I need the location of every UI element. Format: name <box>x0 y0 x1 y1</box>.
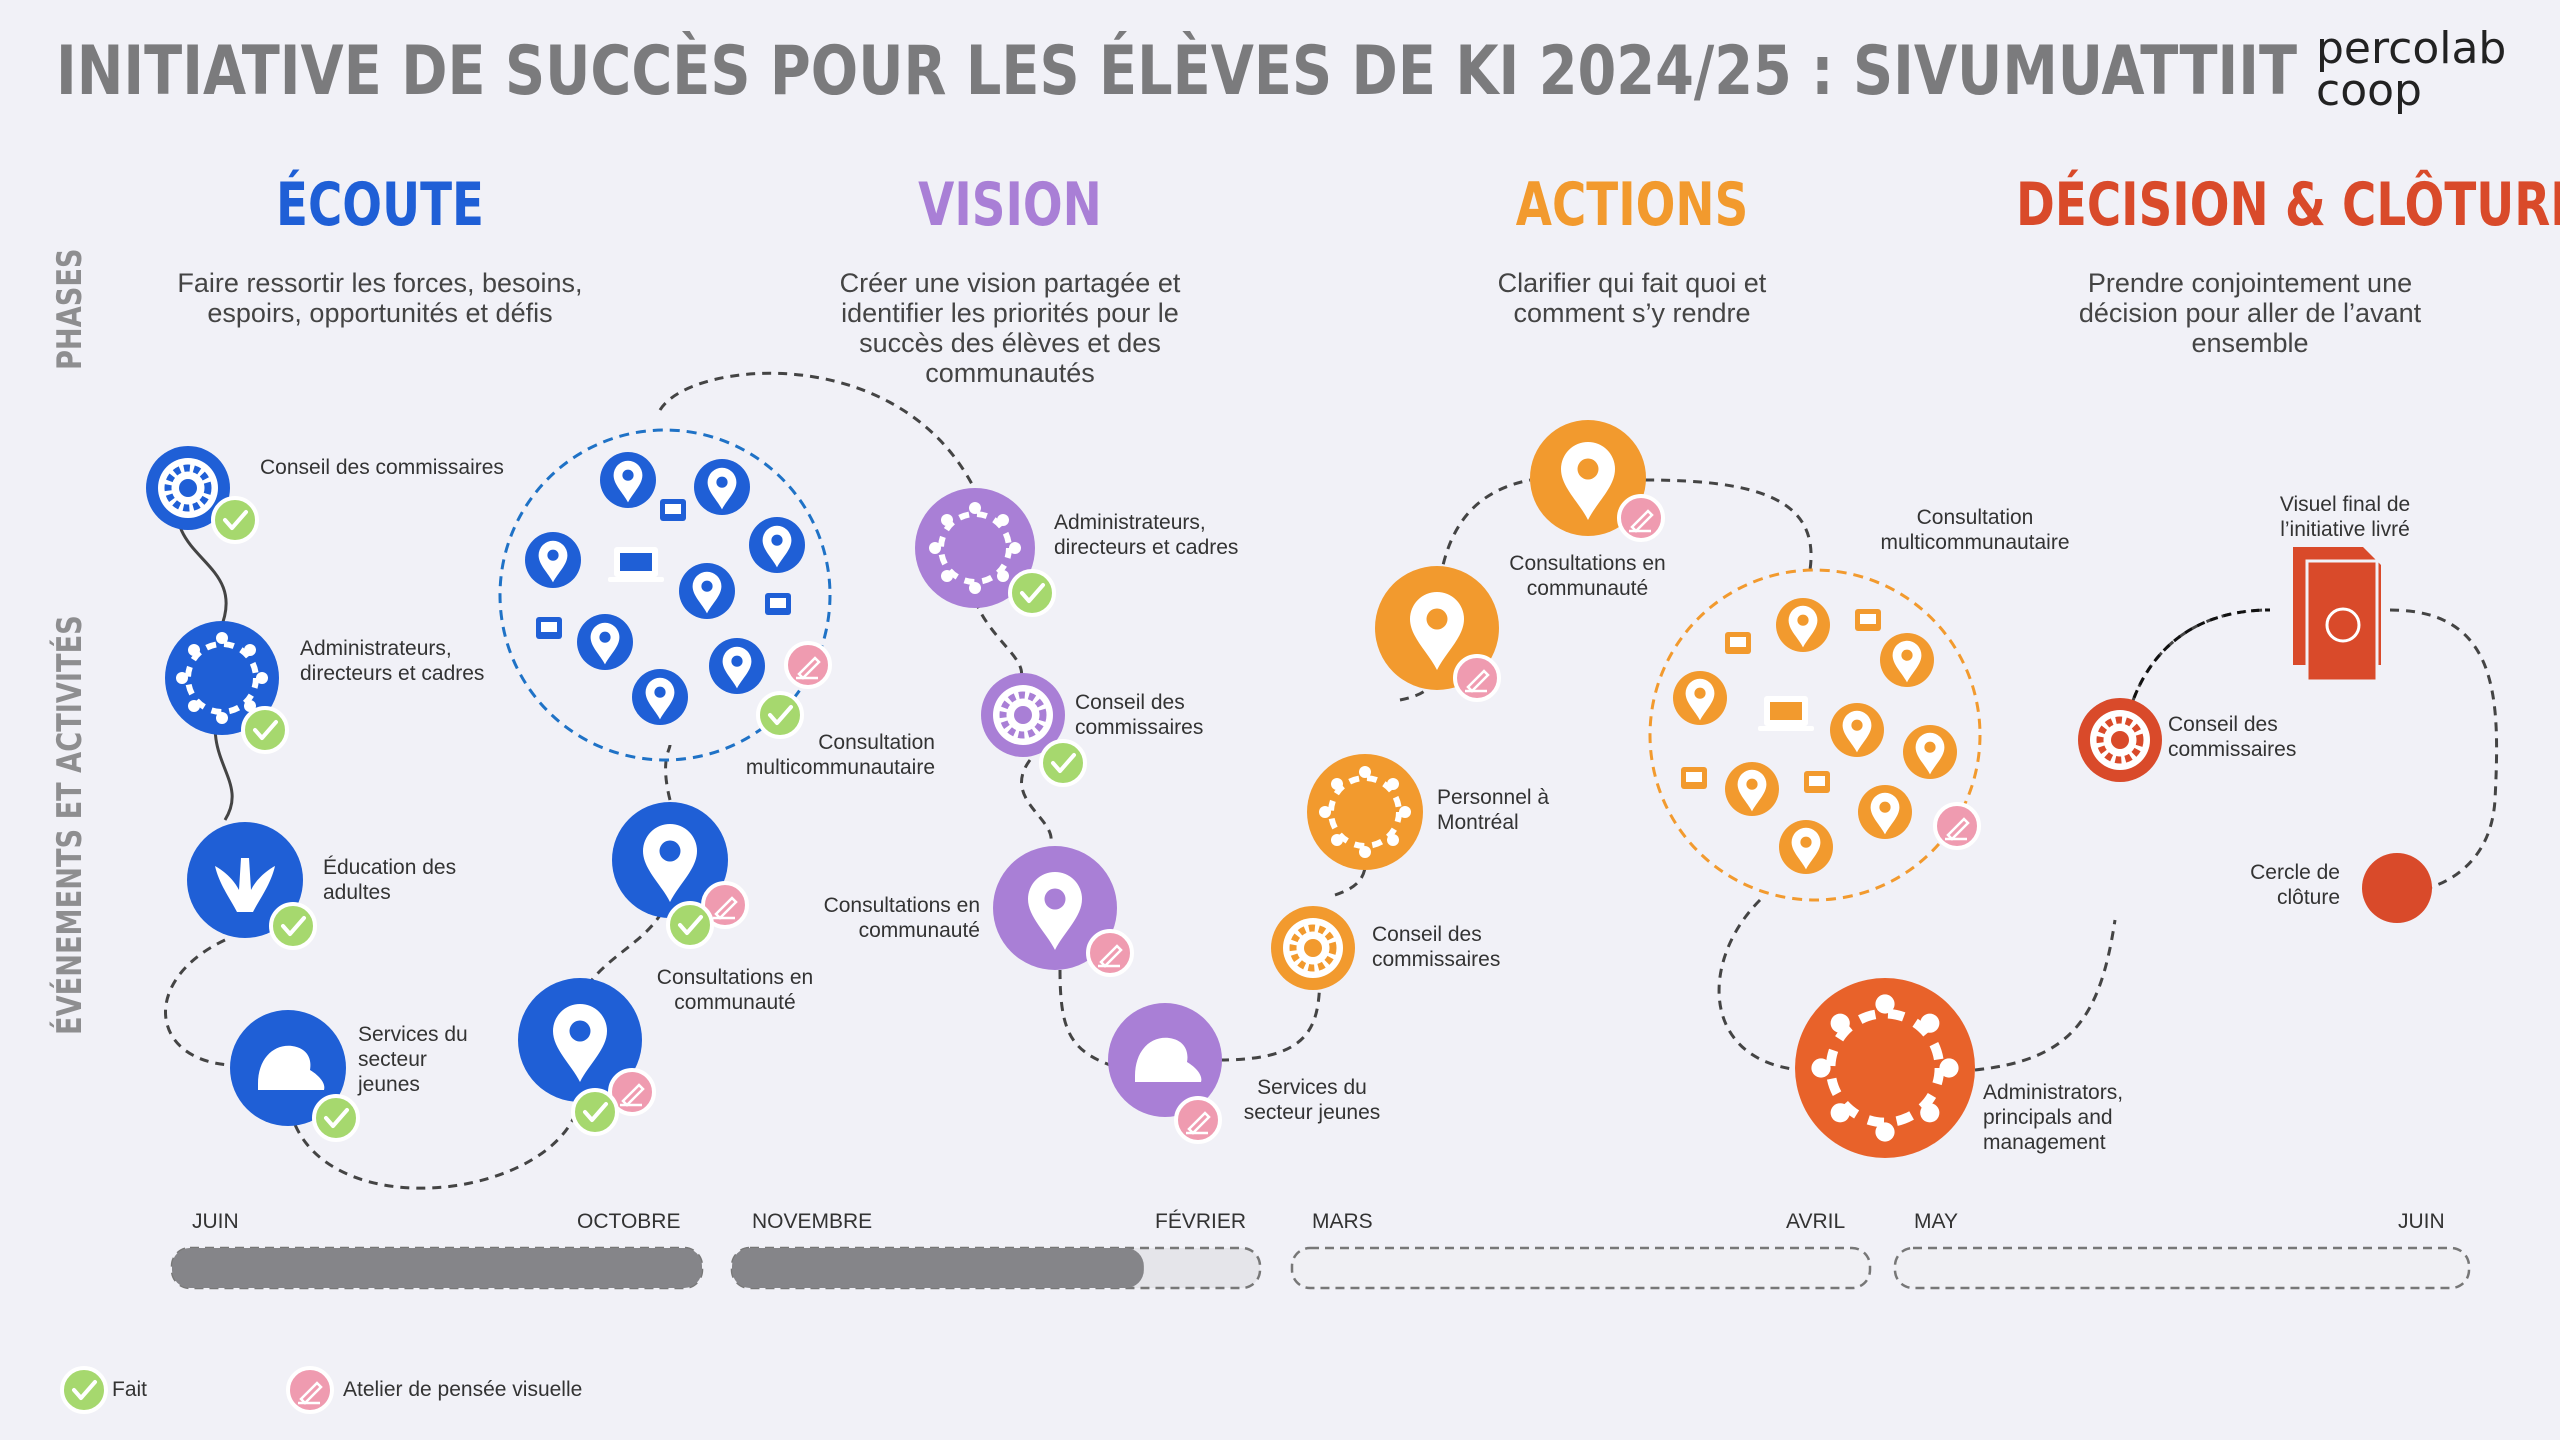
seal-icon <box>258 1045 325 1090</box>
multicommunity-icons-blue <box>525 452 832 739</box>
document-icon <box>2325 607 2361 643</box>
council-node <box>146 446 259 544</box>
community-node-2 <box>612 802 749 949</box>
month-february: FÉVRIER <box>1155 1210 1247 1233</box>
link-dashed <box>1020 759 1053 846</box>
label-admin-vision: Administrateurs, directeurs et cadres <box>1054 511 1239 559</box>
month-october: OCTOBRE <box>577 1210 681 1233</box>
logo-line1: percolab <box>2316 23 2507 74</box>
label-final-visual: Visuel final de l’initiative livré <box>2279 493 2411 541</box>
phase-title-ecoute: ÉCOUTE <box>275 170 484 240</box>
multicommunity-circle-orange <box>1648 568 1982 902</box>
adult-education-node <box>187 822 317 950</box>
label-youth-services-ecoute: Services du secteur jeunes <box>358 1023 468 1096</box>
label-community-1: Consultations en communauté <box>656 966 814 1014</box>
label-admin-principals: Administrators, principals and managemen… <box>1983 1081 2124 1154</box>
legend-done-label: Fait <box>112 1378 148 1401</box>
label-council-actions: Conseil des commissaires <box>1372 923 1501 971</box>
vision-community-node <box>993 846 1134 977</box>
link-dashed <box>1717 898 1801 1072</box>
month-april: AVRIL <box>1786 1210 1846 1233</box>
label-youth-services-vision: Services du secteur jeunes <box>1243 1076 1381 1124</box>
phase-desc-decision: Prendre conjointement une décision pour … <box>2078 268 2422 358</box>
timeline-bar-3 <box>1290 1246 1872 1290</box>
link-dashed <box>658 371 977 491</box>
label-closing-circle: Cercle de clôture <box>2250 861 2340 909</box>
link-dashed <box>288 1099 582 1190</box>
link-dashed <box>973 599 1024 681</box>
label-council-vision: Conseil des commissaires <box>1075 691 1204 739</box>
timeline-bar-4 <box>1893 1246 2471 1290</box>
label-community-actions: Consultations en communauté <box>1509 552 1666 600</box>
link-dashed <box>664 744 672 801</box>
link-dashed <box>1058 969 1111 1067</box>
label-council-decision: Conseil des commissaires <box>2168 713 2297 761</box>
link-dashed <box>164 938 231 1067</box>
label-admin-ecoute: Administrateurs, directeurs et cadres <box>300 637 485 685</box>
vision-youth-node <box>1108 1003 1222 1144</box>
actions-community-node-1 <box>1375 566 1501 702</box>
actions-community-node-2 <box>1530 420 1665 542</box>
community-node-1 <box>518 978 656 1136</box>
link-dashed <box>1974 919 2117 1072</box>
phase-title-actions: ACTIONS <box>1515 170 1749 240</box>
legend-done-icon <box>60 1366 108 1414</box>
legend-workshop-label: Atelier de pensée visuelle <box>343 1378 583 1401</box>
logo-line2: coop <box>2316 65 2422 116</box>
month-may: MAY <box>1914 1210 1958 1233</box>
seal-icon <box>1135 1037 1202 1082</box>
label-multicommunity-ecoute: Consultation multicommunautaire <box>745 731 935 779</box>
label-community-vision: Consultations en communauté <box>823 894 980 942</box>
decision-council-node <box>2078 698 2162 782</box>
label-multicommunity-actions: Consultation multicommunautaire <box>1880 506 2070 554</box>
month-march: MARS <box>1312 1210 1373 1233</box>
link-dashed <box>1644 478 1813 571</box>
link-dashed <box>1438 478 1531 581</box>
percolab-logo: percolab coop <box>2316 23 2507 116</box>
timeline-fill-1 <box>172 1248 702 1288</box>
month-june-start: JUIN <box>192 1210 239 1233</box>
label-council-ecoute: Conseil des commissaires <box>260 456 504 479</box>
label-montreal-staff: Personnel à Montréal <box>1437 786 1550 834</box>
timeline-fill-2 <box>732 1248 1144 1288</box>
multicommunity-icons-orange <box>1673 598 1981 874</box>
vision-council-node <box>981 673 1087 787</box>
label-adult-education: Éducation des adultes <box>323 856 457 904</box>
legend-workshop-icon <box>286 1366 334 1414</box>
timeline <box>170 1246 2471 1290</box>
page-title: INITIATIVE DE SUCCÈS POUR LES ÉLÈVES DE … <box>56 32 2298 111</box>
phase-desc-vision: Créer une vision partagée et identifier … <box>839 268 1181 388</box>
multicommunity-circle-blue <box>498 428 832 762</box>
month-june-end: JUIN <box>2398 1210 2445 1233</box>
admin-node <box>165 621 289 754</box>
whale-tail-icon <box>215 858 275 912</box>
youth-services-node <box>230 1010 360 1142</box>
phase-desc-ecoute: Faire ressortir les forces, besoins, esp… <box>177 268 583 328</box>
vision-admin-node <box>915 488 1056 617</box>
closing-circle-node <box>2362 853 2432 923</box>
admin-principals-node <box>1795 978 1975 1158</box>
phase-title-vision: VISION <box>918 170 1102 240</box>
actions-council-node <box>1271 906 1355 990</box>
montreal-staff-node <box>1307 754 1423 870</box>
link-dashed-dark <box>2118 608 2271 781</box>
final-visual-node <box>2293 547 2381 683</box>
link-dashed <box>2389 608 2499 892</box>
phase-title-decision: DÉCISION & CLÔTURE <box>2016 170 2560 240</box>
month-november: NOVEMBRE <box>752 1210 873 1233</box>
phase-desc-actions: Clarifier qui fait quoi et comment s’y r… <box>1497 268 1767 328</box>
